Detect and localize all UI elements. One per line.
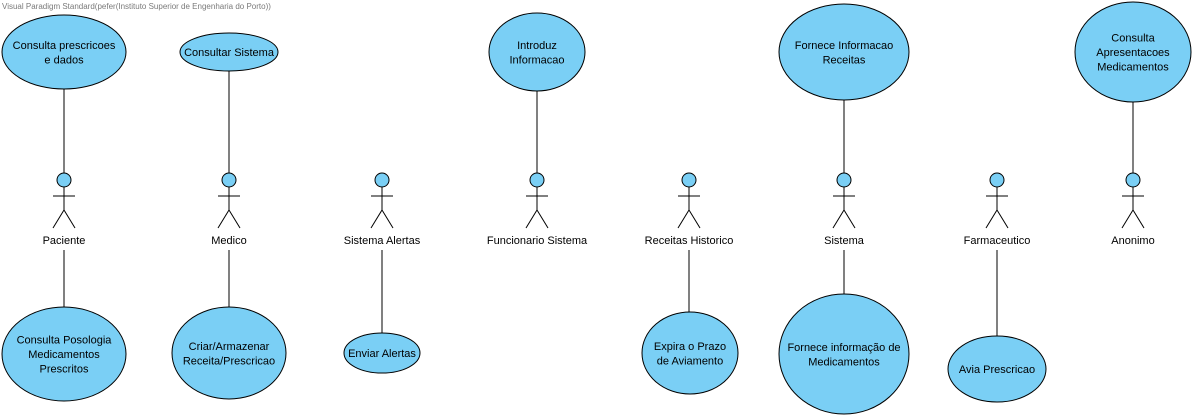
- usecase-label: de Aviamento: [657, 355, 723, 367]
- actor-right-leg: [536, 209, 549, 229]
- actor-right-leg: [688, 209, 701, 229]
- usecase-label: Fornece Informacao: [795, 40, 893, 52]
- usecase-label: Introduz: [517, 40, 557, 52]
- usecase-label: Receitas: [823, 54, 866, 66]
- actor-left-leg: [52, 209, 65, 229]
- usecase-label: Consulta: [1111, 33, 1155, 45]
- usecase-expira-o-prazo-de-aviamento[interactable]: Expira o Prazo de Aviamento: [641, 311, 739, 395]
- usecase-ellipse[interactable]: [1, 14, 127, 90]
- actor-head: [529, 172, 545, 188]
- actor-right-leg: [996, 209, 1009, 229]
- usecase-fornece-informa-o-de-medicamentos[interactable]: Fornece informação de Medicamentos: [778, 293, 910, 415]
- usecase-label: e dados: [44, 54, 84, 66]
- usecase-label: Criar/Armazenar: [189, 341, 270, 353]
- actor-head: [1125, 172, 1141, 188]
- usecase-ellipse[interactable]: [778, 293, 910, 415]
- actor-head: [221, 172, 237, 188]
- usecase-label: Receita/Prescricao: [183, 355, 275, 367]
- actor-farmaceutico: Farmaceutico: [964, 172, 1031, 247]
- usecase-ellipse[interactable]: [641, 311, 739, 395]
- watermark-text: Visual Paradigm Standard(pefer(Instituto…: [2, 2, 271, 11]
- usecase-label: Medicamentos: [28, 349, 100, 361]
- actor-left-leg: [370, 209, 383, 229]
- usecase-enviar-alertas[interactable]: Enviar Alertas: [343, 332, 421, 374]
- actor-label: Funcionario Sistema: [487, 235, 588, 247]
- usecase-label: Apresentacoes: [1096, 47, 1170, 59]
- actor-right-leg: [381, 209, 394, 229]
- actor-label: Anonimo: [1111, 235, 1154, 247]
- actor-label: Farmaceutico: [964, 235, 1031, 247]
- actor-label: Sistema Alertas: [344, 235, 421, 247]
- actor-right-leg: [843, 209, 856, 229]
- actor-sistema: Sistema: [824, 172, 865, 247]
- associations: [63, 71, 1134, 336]
- actor-right-leg: [1132, 209, 1145, 229]
- actor-right-leg: [63, 209, 76, 229]
- usecase-label: Avia Prescricao: [959, 364, 1035, 376]
- actor-medico: Medico: [211, 172, 247, 247]
- actor-paciente: Paciente: [43, 172, 86, 247]
- actor-anonimo: Anonimo: [1111, 172, 1155, 247]
- actor-head: [681, 172, 697, 188]
- actor-left-leg: [985, 209, 998, 229]
- usecase-consultar-sistema[interactable]: Consultar Sistema: [179, 32, 279, 72]
- usecase-ellipse[interactable]: [343, 332, 421, 374]
- actor-sistema-alertas: Sistema Alertas: [344, 172, 421, 247]
- usecase-consulta-prescricoes-e-dados[interactable]: Consulta prescricoes e dados: [1, 14, 127, 90]
- usecase-ellipse[interactable]: [171, 306, 287, 400]
- usecase-label: Prescritos: [40, 364, 89, 376]
- actor-left-leg: [1121, 209, 1134, 229]
- usecase-label: Informacao: [509, 54, 564, 66]
- actor-left-leg: [217, 209, 230, 229]
- usecase-label: Consulta prescricoes: [13, 40, 116, 52]
- actor-funcionario-sistema: Funcionario Sistema: [487, 172, 588, 247]
- actor-head: [56, 172, 72, 188]
- usecase-label: Consulta Posologia: [17, 335, 113, 347]
- actor-label: Paciente: [43, 235, 86, 247]
- actor-receitas-historico: Receitas Historico: [645, 172, 734, 247]
- actor-head: [836, 172, 852, 188]
- usecase-label: Expira o Prazo: [654, 341, 726, 353]
- actor-left-leg: [525, 209, 538, 229]
- usecase-ellipse[interactable]: [179, 32, 279, 72]
- actor-left-leg: [832, 209, 845, 229]
- actor-head: [374, 172, 390, 188]
- usecase-ellipse[interactable]: [488, 12, 586, 92]
- actor-label: Medico: [211, 235, 246, 247]
- usecase-label: Medicamentos: [1097, 62, 1169, 74]
- actor-label: Receitas Historico: [645, 235, 734, 247]
- usecase-ellipse[interactable]: [1, 306, 127, 402]
- usecase-ellipse[interactable]: [778, 3, 910, 101]
- usecase-label: Fornece informação de: [787, 342, 900, 354]
- actor-right-leg: [228, 209, 241, 229]
- usecase-label: Medicamentos: [808, 356, 880, 368]
- actor-left-leg: [677, 209, 690, 229]
- usecase-label: Enviar Alertas: [348, 348, 416, 360]
- actor-head: [989, 172, 1005, 188]
- usecase-label: Consultar Sistema: [184, 47, 275, 59]
- usecase-ellipse[interactable]: [1074, 1, 1192, 103]
- actor-label: Sistema: [824, 235, 865, 247]
- usecase-ellipse[interactable]: [947, 335, 1047, 403]
- usecase-avia-prescricao[interactable]: Avia Prescricao: [947, 335, 1047, 403]
